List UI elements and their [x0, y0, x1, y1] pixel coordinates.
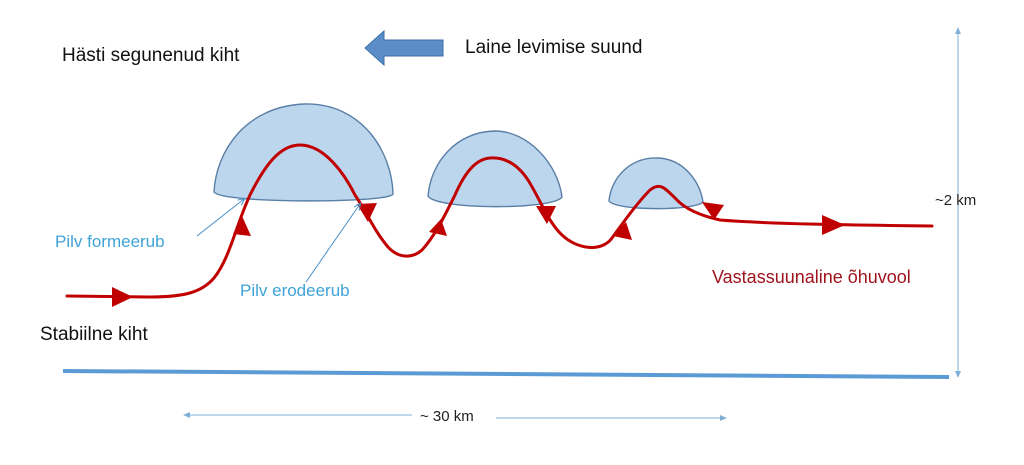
ground-line [62, 369, 950, 379]
wave-direction-label: Laine levimise suund [465, 37, 643, 58]
airflow-streamline [65, 143, 934, 299]
airflow-arrowhead [822, 215, 845, 235]
stable-layer-label: Stabiilne kiht [40, 324, 148, 345]
clouds [213, 103, 704, 210]
airflow-arrowheads [112, 202, 845, 307]
airflow-arrowhead [613, 222, 632, 240]
counter-flow-label: Vastassuunaline õhuvool [712, 267, 911, 287]
cloud-3 [608, 157, 704, 210]
cloud-forms-label: Pilv formeerub [55, 232, 165, 251]
wave-direction-arrow [364, 29, 444, 67]
airflow-arrowhead [233, 216, 251, 236]
cloud-erodes-pointer [305, 204, 360, 283]
well-mixed-layer-label: Hästi segunenud kiht [62, 45, 240, 66]
airflow-arrowhead [429, 219, 447, 236]
airflow-arrowhead [357, 203, 377, 222]
cloud-forms-pointer [196, 199, 244, 237]
airflow-arrowhead [112, 287, 133, 307]
airflow-arrowhead [702, 202, 724, 220]
cloud-erodes-label: Pilv erodeerub [240, 281, 350, 300]
airflow-arrowhead [536, 206, 556, 224]
horizontal-scale-label: ~ 30 km [420, 408, 474, 425]
cloud-1 [213, 103, 394, 202]
height-scale-label: ~2 km [935, 192, 977, 209]
cloud-2 [427, 130, 563, 208]
